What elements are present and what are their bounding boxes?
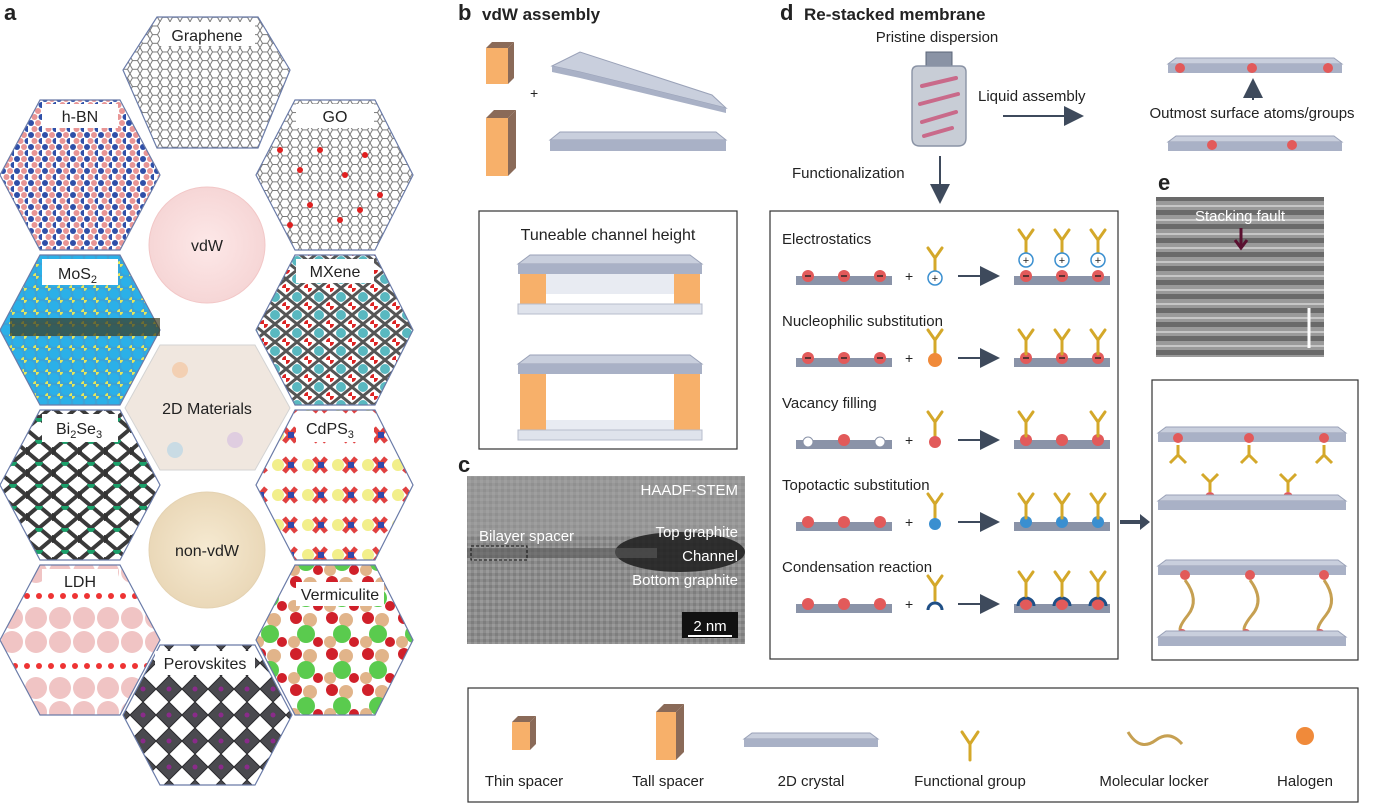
- liquid-assembly-label: Liquid assembly: [978, 88, 1086, 105]
- legend-functional-group-icon: [960, 730, 980, 762]
- channel-label: Channel: [682, 548, 738, 565]
- legend-locker-icon: [1126, 731, 1184, 746]
- panel-d-title: Re-stacked membrane: [804, 5, 985, 24]
- reaction-row: Vacancy filling +: [782, 395, 1110, 450]
- reaction-row: Electrostatics + + + + +: [782, 228, 1110, 286]
- tile-label-perovskites: Perovskites: [164, 656, 247, 673]
- reaction-row: Nucleophilic substitution +: [782, 313, 1110, 368]
- svg-text:+: +: [1059, 255, 1065, 267]
- legend-thin-spacer-icon: [512, 716, 536, 750]
- outmost-label: Outmost surface atoms/groups: [1149, 105, 1354, 122]
- outer-crystal-top: [1166, 57, 1344, 73]
- panel-b-letter: b: [458, 0, 471, 25]
- reaction-row-label: Condensation reaction: [782, 559, 932, 576]
- svg-text:+: +: [932, 273, 938, 285]
- tile-label-ldh: LDH: [64, 574, 96, 591]
- nonvdw-circle: non-vdW: [148, 491, 266, 609]
- materials-label: 2D Materials: [162, 401, 252, 418]
- reaction-rows: Electrostatics+++++Nucleophilic substitu…: [782, 228, 1110, 614]
- assembly-box: [1151, 379, 1359, 661]
- tile-cdps3: CdPS3: [255, 409, 414, 561]
- panel-e-letter: e: [1158, 170, 1170, 195]
- tile-bi2se3: Bi2Se3: [0, 409, 161, 561]
- crystal-flat-b: [548, 131, 728, 151]
- top-graphite-label: Top graphite: [655, 524, 738, 541]
- tile-perovskites: Perovskites: [122, 644, 293, 786]
- legend-crystal-icon: [742, 732, 880, 747]
- tile-mxene: MXene: [255, 254, 414, 406]
- legend-label-thin-spacer: Thin spacer: [485, 773, 563, 790]
- legend-label-halogen: Halogen: [1277, 773, 1333, 790]
- tall-spacer-b: [486, 110, 516, 176]
- tile-label-graphene: Graphene: [171, 28, 242, 45]
- stacking-fault-label: Stacking fault: [1195, 208, 1286, 225]
- tile-label-mxene: MXene: [310, 264, 361, 281]
- outer-crystal-bottom: [1166, 135, 1344, 151]
- reaction-row-label: Nucleophilic substitution: [782, 313, 943, 330]
- reaction-plus: +: [905, 514, 913, 530]
- nonvdw-label: non-vdW: [175, 543, 240, 560]
- haadf-label: HAADF-STEM: [641, 482, 739, 499]
- reaction-plus: +: [905, 350, 913, 366]
- plus-b: +: [530, 85, 538, 101]
- thin-spacer-b: [486, 42, 514, 84]
- functionalization-label: Functionalization: [792, 165, 905, 182]
- tile-label-vermiculite: Vermiculite: [301, 587, 379, 604]
- svg-text:+: +: [1023, 255, 1029, 267]
- bilayer-label: Bilayer spacer: [479, 528, 574, 545]
- tem-image: Stacking fault: [1156, 197, 1324, 357]
- panel-c-letter: c: [458, 452, 470, 477]
- panel-b-title: vdW assembly: [482, 5, 601, 24]
- reaction-row: Condensation reaction +: [782, 559, 1110, 614]
- dispersion-label: Pristine dispersion: [876, 29, 999, 46]
- legend-label-functional-group: Functional group: [914, 773, 1026, 790]
- legend: Thin spacer Tall spacer 2D crystal Funct…: [467, 687, 1359, 803]
- legend-label-molecular-locker: Molecular locker: [1099, 773, 1208, 790]
- panel-a-letter: a: [4, 0, 17, 25]
- reaction-plus: +: [905, 268, 913, 284]
- vdw-label: vdW: [191, 238, 224, 255]
- vdw-circle: vdW: [148, 186, 266, 304]
- reaction-plus: +: [905, 432, 913, 448]
- tile-label-bi2se3: Bi2Se3: [56, 421, 102, 441]
- tile-label-hbn: h-BN: [62, 109, 98, 126]
- tile-mos2: MoS2: [0, 254, 161, 406]
- tuneable-box: Tuneable channel height: [478, 210, 738, 450]
- tile-ldh: LDH: [0, 564, 161, 716]
- haadf-image: HAADF-STEM Bilayer spacer Top graphite C…: [467, 476, 745, 644]
- tile-hbn: h-BN: [0, 99, 161, 251]
- tile-vermiculite: Vermiculite: [255, 564, 414, 716]
- tile-go: GO: [255, 99, 414, 251]
- reaction-row-label: Topotactic substitution: [782, 477, 930, 494]
- to-assembly-arrow: [1120, 514, 1150, 530]
- legend-tall-spacer-icon: [656, 704, 684, 760]
- scale-bar-label: 2 nm: [693, 618, 726, 635]
- tile-label-go: GO: [323, 109, 348, 126]
- reaction-row-label: Electrostatics: [782, 231, 871, 248]
- bottom-graphite-label: Bottom graphite: [632, 572, 738, 589]
- reaction-row: Topotactic substitution +: [782, 477, 1110, 532]
- crystal-tilted: [550, 51, 728, 113]
- legend-label-2d-crystal: 2D crystal: [778, 773, 845, 790]
- tile-label-mos2: MoS2: [58, 266, 97, 286]
- materials-center: 2D Materials: [124, 344, 291, 471]
- panel-d-letter: d: [780, 0, 793, 25]
- tuneable-title: Tuneable channel height: [521, 227, 696, 244]
- tile-graphene: Graphene: [122, 16, 291, 149]
- legend-halogen-icon: [1296, 727, 1314, 745]
- dispersion-bottle-icon: [911, 51, 967, 147]
- legend-label-tall-spacer: Tall spacer: [632, 773, 704, 790]
- reaction-row-label: Vacancy filling: [782, 395, 877, 412]
- reaction-plus: +: [905, 596, 913, 612]
- tile-label-cdps3: CdPS3: [306, 421, 354, 441]
- svg-text:+: +: [1095, 255, 1101, 267]
